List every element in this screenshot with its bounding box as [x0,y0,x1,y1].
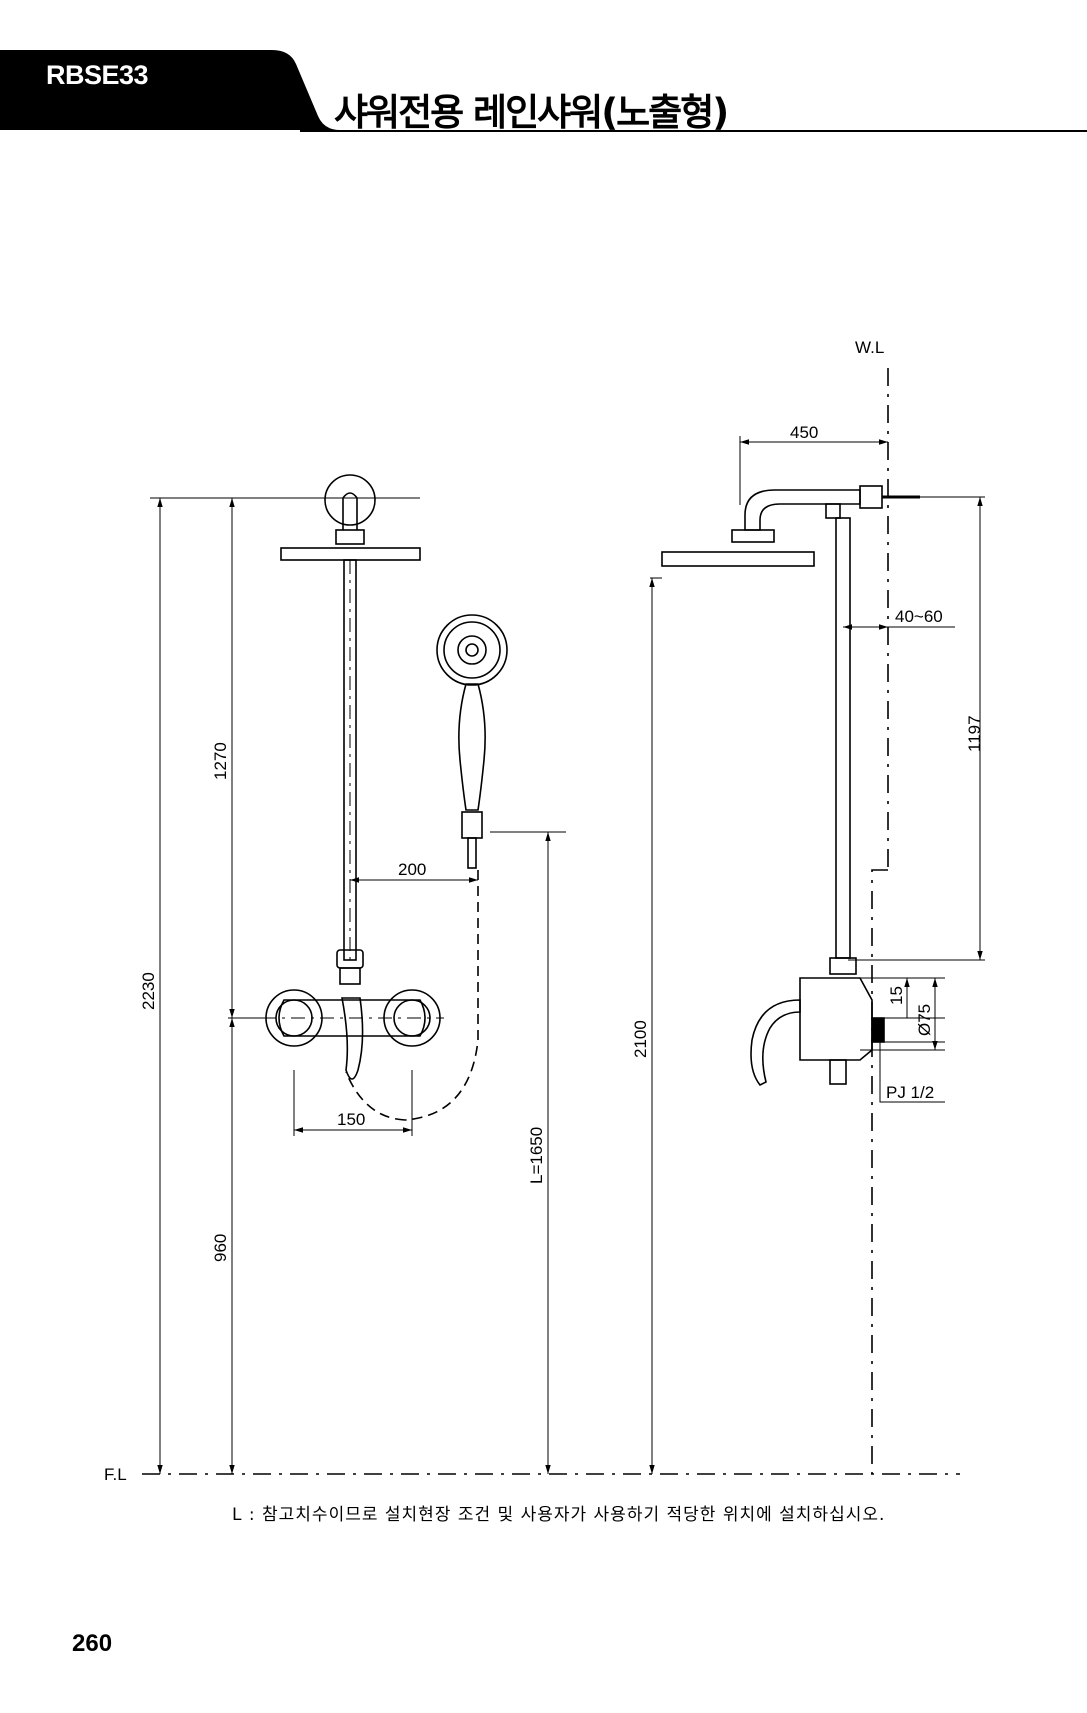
label-150: 150 [337,1110,365,1129]
label-1197: 1197 [965,715,984,752]
hand-shower-handle [458,683,486,811]
side-valve-body [799,977,873,1061]
hand-shower-head [436,614,508,686]
label-15: 15 [887,986,906,1005]
label-2230: 2230 [139,972,158,1010]
label-960: 960 [211,1234,230,1262]
side-rain-head [661,551,815,567]
front-lever [341,997,364,1080]
label-1270: 1270 [211,742,230,780]
hose-path [404,870,479,1121]
footnote: L : 참고치수이므로 설치현장 조건 및 사용자가 사용하기 적당한 위치에 … [232,1505,886,1525]
front-rain-head [280,547,421,561]
page-number: 260 [72,1630,113,1657]
model-code: RBSE33 [46,60,149,90]
label-40-60: 40~60 [895,607,943,626]
label-l1650: L=1650 [527,1127,546,1184]
side-riser [835,517,851,959]
label-75: Ø75 [915,1004,934,1036]
label-200: 200 [398,860,426,879]
side-lever [750,999,801,1087]
header-tab [0,50,1087,132]
label-pj: PJ 1/2 [886,1083,934,1102]
front-wall-flange [324,474,376,526]
label-450: 450 [790,423,818,442]
page-title: 샤워전용 레인샤워(노출형) [334,91,729,134]
side-shower-arm [744,489,861,531]
label-wl: W.L [855,338,884,357]
label-2100: 2100 [631,1020,650,1058]
front-valve-body [278,999,426,1037]
label-fl: F.L [104,1465,127,1484]
